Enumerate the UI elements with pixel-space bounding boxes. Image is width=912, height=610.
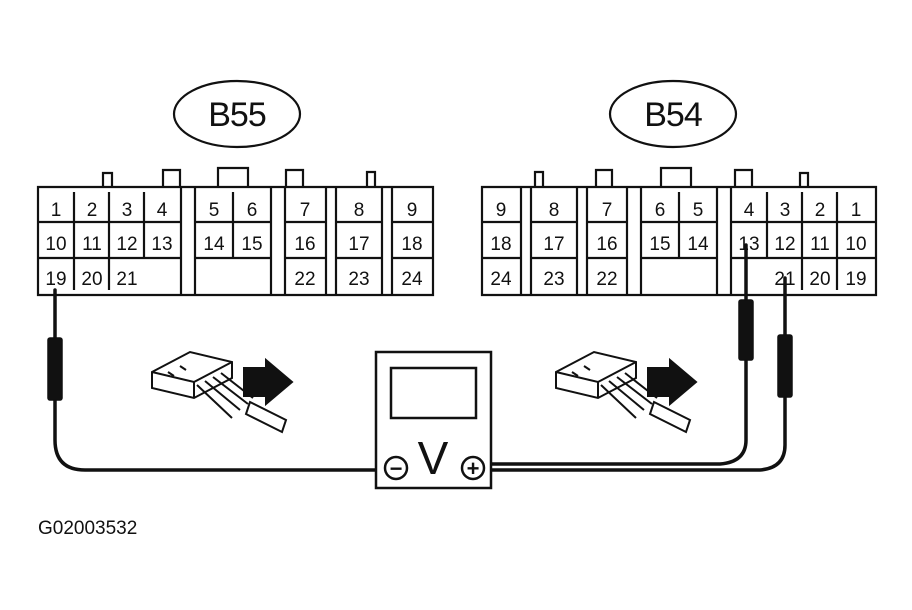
b55-pin: 4: [157, 200, 168, 221]
b54-row-1: 9 8 7 6 5 4 3 2 1: [496, 200, 862, 221]
b55-pin: 17: [348, 234, 369, 255]
b54-pin: 6: [655, 200, 666, 221]
b54-row-3: 24 23 22 21 20 19: [490, 269, 866, 290]
meter-v-symbol: V: [418, 432, 449, 484]
positive-lead-21: [486, 276, 787, 472]
meter-display: [389, 366, 478, 420]
b55-pin: 23: [348, 269, 369, 290]
b54-pin: 20: [809, 269, 830, 290]
b54-pin: 8: [549, 200, 560, 221]
b55-pin: 19: [45, 269, 66, 290]
b55-pin: 11: [82, 234, 102, 255]
b54-pin: 1: [851, 200, 862, 221]
connector-backprobe-icon: [151, 350, 294, 434]
b54-pin: 10: [845, 234, 866, 255]
b55-row-1: 1 2 3 4 5 6 7 8 9: [51, 200, 418, 221]
positive-terminal-icon: [460, 455, 486, 481]
b55-pin: 10: [45, 234, 66, 255]
b54-pin: 4: [744, 200, 755, 221]
b55-pin: 24: [401, 269, 423, 290]
probe-sleeves: [47, 299, 793, 401]
b54-pin: 11: [810, 234, 830, 255]
b55-pin: 8: [354, 200, 365, 221]
voltmeter: V − +: [374, 350, 493, 490]
figure-id: G02003532: [38, 518, 137, 539]
b55-pin: 13: [151, 234, 172, 255]
b54-pin: 13: [738, 234, 759, 255]
b55-pin: 16: [294, 234, 315, 255]
negative-terminal-icon: [383, 455, 409, 481]
b54-pin: 24: [490, 269, 512, 290]
b55-pin: 3: [122, 200, 133, 221]
b54-pin: 9: [496, 200, 507, 221]
connector-b55: [36, 166, 435, 297]
connector-backprobe-icon: [555, 350, 698, 434]
b55-pin: 15: [241, 234, 262, 255]
b55-label: B55: [172, 79, 302, 149]
probe-wires: [53, 243, 787, 472]
b54-pin: 3: [780, 200, 791, 221]
b54-pin: 7: [602, 200, 613, 221]
b55-pin: 2: [87, 200, 98, 221]
b54-pin: 22: [596, 269, 617, 290]
b55-pin: 18: [401, 234, 422, 255]
b54-title: B54: [644, 96, 702, 134]
b55-pin: 5: [209, 200, 220, 221]
b55-row-2: 10 11 12 13 14 15 16 17 18: [45, 234, 422, 255]
b55-pin: 20: [81, 269, 102, 290]
b54-pin: 19: [845, 269, 866, 290]
positive-lead-13: [486, 243, 748, 466]
b55-pin: 1: [51, 200, 62, 221]
b55-pin: 14: [203, 234, 225, 255]
b55-pin: 22: [294, 269, 315, 290]
b54-pin: 2: [815, 200, 826, 221]
b54-pin: 18: [490, 234, 511, 255]
b54-row-2: 18 17 16 15 14 13 12 11 10: [490, 234, 866, 255]
b55-pin: 21: [116, 269, 137, 290]
b54-pin: 17: [543, 234, 564, 255]
b55-pin: 6: [247, 200, 258, 221]
b55-pin: 12: [116, 234, 137, 255]
b55-title: B55: [208, 96, 266, 134]
b55-pin: 9: [407, 200, 418, 221]
b54-pin: 15: [649, 234, 670, 255]
b54-pin: 16: [596, 234, 617, 255]
probe-sleeve-13: [738, 299, 754, 361]
b55-row-3: 19 20 21 22 23 24: [45, 269, 423, 290]
b54-pin: 23: [543, 269, 564, 290]
b54-pin: 12: [774, 234, 795, 255]
positive-terminal-symbol: +: [467, 456, 480, 481]
b54-label: B54: [608, 79, 738, 149]
connector-b54: [480, 166, 878, 297]
b54-pin: 5: [693, 200, 704, 221]
negative-terminal-symbol: −: [390, 456, 403, 481]
negative-lead: [53, 288, 385, 472]
probe-sleeve-21: [777, 334, 793, 398]
b54-pin: 14: [687, 234, 709, 255]
probe-sleeve-negative: [47, 337, 63, 401]
b55-pin: 7: [300, 200, 311, 221]
